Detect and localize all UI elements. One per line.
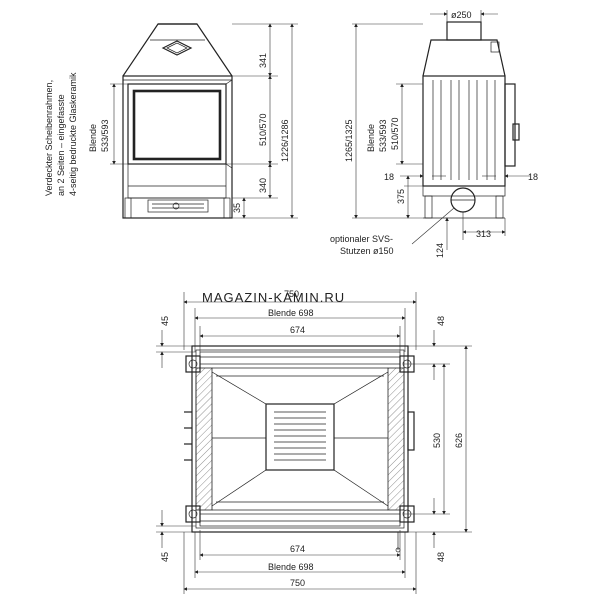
plan-dim-48-bottom: 48 bbox=[436, 552, 446, 562]
side-foot-right bbox=[495, 195, 504, 219]
watermark: MAGAZIN-KAMIN.RU bbox=[202, 290, 345, 305]
plan-dim-750-bottom: 750 bbox=[290, 578, 305, 588]
front-hood bbox=[122, 23, 233, 77]
plan-dim-blende-top: Blende 698 bbox=[268, 308, 314, 318]
side-blende-value: 533/593 bbox=[378, 119, 388, 152]
side-foot-left bbox=[424, 195, 433, 219]
plan-dim-750-top: 750 bbox=[284, 289, 299, 299]
front-flue-opening bbox=[161, 40, 193, 56]
plan-dim-530: 530 bbox=[432, 433, 442, 448]
side-body bbox=[422, 75, 506, 187]
plan-glass-bottom bbox=[199, 513, 401, 527]
side-blende-label: Blende bbox=[366, 124, 376, 152]
front-view: Verdeckter Scheibenrahmen, an 2 Seiten –… bbox=[44, 23, 298, 219]
side-door-handle bbox=[512, 123, 520, 141]
front-ash-grille bbox=[147, 199, 209, 213]
front-dim-510-570: 510/570 bbox=[258, 113, 268, 146]
side-flue bbox=[446, 21, 482, 41]
front-dim-341: 341 bbox=[258, 53, 268, 68]
side-dim-18-left: 18 bbox=[384, 172, 394, 182]
side-dim-flue: ø250 bbox=[451, 10, 472, 20]
plan-dim-626: 626 bbox=[454, 433, 464, 448]
plan-left-tabs bbox=[184, 411, 192, 461]
plan-corner-posts bbox=[185, 355, 415, 523]
front-blende-label: Blende bbox=[88, 124, 98, 152]
front-note-line3: 4-seitig bedruckte Glaskeramik bbox=[68, 72, 78, 196]
plan-firebox bbox=[211, 367, 389, 511]
front-note-line1: Verdeckter Scheibenrahmen, bbox=[44, 80, 54, 196]
side-dim-18-right: 18 bbox=[528, 172, 538, 182]
plan-dim-674-bottom: 674 bbox=[290, 544, 305, 554]
plan-right-handle bbox=[407, 411, 415, 451]
plan-side-wall-left bbox=[195, 367, 213, 511]
side-ribs bbox=[432, 80, 496, 180]
side-dim-510-570: 510/570 bbox=[390, 117, 400, 150]
front-dim-340: 340 bbox=[258, 178, 268, 193]
side-dim-313: 313 bbox=[476, 229, 491, 239]
front-glass bbox=[132, 89, 222, 161]
plan-dim-674-top: 674 bbox=[290, 325, 305, 335]
side-svs-line2: Stutzen ø150 bbox=[340, 246, 394, 256]
plan-side-wall-right bbox=[387, 367, 405, 511]
front-foot-left bbox=[124, 197, 132, 219]
plan-grate bbox=[265, 403, 335, 471]
front-foot-right bbox=[223, 197, 231, 219]
side-dim-1265-1325: 1265/1325 bbox=[344, 119, 354, 162]
plan-dim-48-top: 48 bbox=[436, 316, 446, 326]
plan-dim-45-bottom: 45 bbox=[160, 552, 170, 562]
front-glass-frame bbox=[127, 83, 227, 165]
plan-view: 750 MAGAZIN-KAMIN.RU Blende 698 674 bbox=[156, 289, 472, 594]
front-blende-value: 533/593 bbox=[100, 119, 110, 152]
side-dim-124: 124 bbox=[435, 243, 445, 258]
front-dim-1226-1286: 1226/1286 bbox=[280, 119, 290, 162]
front-body bbox=[122, 75, 233, 219]
side-dim-375: 375 bbox=[396, 189, 406, 204]
side-svs-line1: optionaler SVS- bbox=[330, 234, 393, 244]
plan-glass-top bbox=[199, 351, 401, 365]
front-note-line2: an 2 Seiten – eingefasste bbox=[56, 94, 66, 196]
side-view: ø250 1265/1325 Blende 533/593 510/570 18… bbox=[330, 10, 538, 258]
plan-outer-frame bbox=[191, 345, 409, 533]
plan-dim-45-top: 45 bbox=[160, 316, 170, 326]
plan-dim-blende-bottom: Blende 698 bbox=[268, 562, 314, 572]
side-hood bbox=[422, 39, 506, 77]
front-dim-35: 35 bbox=[232, 203, 242, 213]
